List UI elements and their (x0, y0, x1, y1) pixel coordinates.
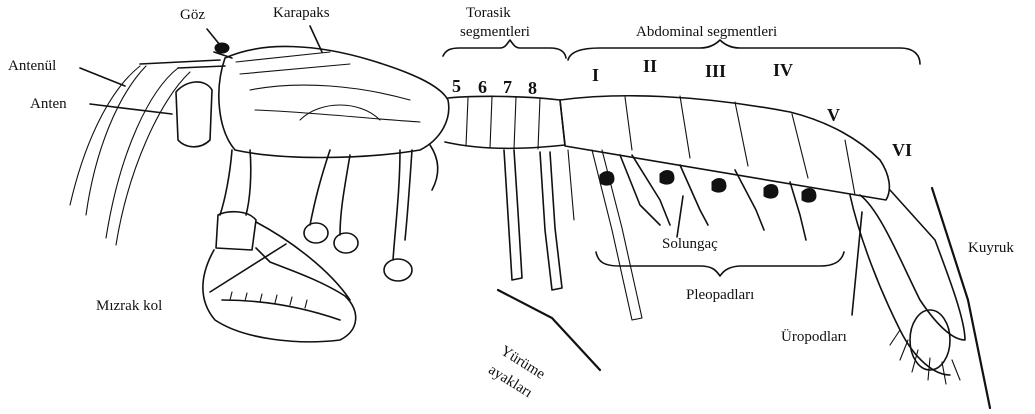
antenna-whips (70, 60, 225, 245)
tail-label: Kuyruk (968, 240, 1014, 257)
antennule-label: Antenül (8, 58, 56, 75)
thoracic-number-7: 7 (503, 77, 512, 97)
gill-label: Solungaç (662, 236, 718, 253)
thoracic-segments (445, 96, 565, 149)
braces (443, 40, 990, 408)
eye-label: Göz (180, 7, 205, 24)
carapace (219, 46, 449, 157)
tail-fan (850, 190, 965, 384)
thoracic-legs (304, 145, 438, 281)
abdominal-numeral-i: I (592, 65, 599, 85)
antennal-scale (176, 82, 212, 147)
uropods-label: Üropodları (781, 329, 847, 346)
cheliped-claw (203, 150, 356, 342)
walking-legs (504, 150, 642, 320)
thoracic-number-8: 8 (528, 78, 537, 98)
antenna-label: Anten (30, 96, 67, 113)
thoracic-number-5: 5 (452, 76, 461, 96)
abdominal-segments-label: Abdominal segmentleri (636, 24, 777, 41)
thoracic-number-6: 6 (478, 77, 487, 97)
claw-arm-label: Mızrak kol (96, 298, 162, 315)
carapace-label: Karapaks (273, 5, 330, 22)
thoracic-segments-label-line1: Torasik (466, 5, 511, 22)
abdominal-numeral-iv: IV (773, 60, 793, 80)
abdominal-numeral-vi: VI (892, 140, 912, 160)
abdominal-numeral-ii: II (643, 56, 657, 76)
leader-arrows (80, 26, 862, 315)
abdominal-numeral-iii: III (705, 61, 726, 81)
pleopods (600, 155, 816, 240)
thoracic-segments-label-line2: segmentleri (460, 24, 530, 41)
abdominal-numeral-v: V (827, 105, 840, 125)
pleopods-label: Pleopadları (686, 287, 754, 304)
